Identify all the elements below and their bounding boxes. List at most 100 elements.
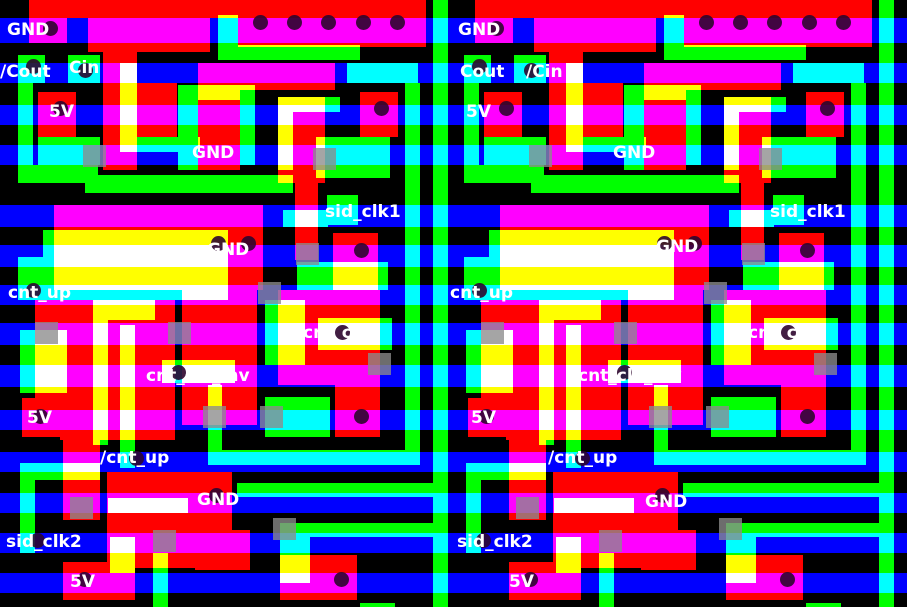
contact-square xyxy=(742,243,765,265)
net-label[interactable]: Cin xyxy=(69,58,100,78)
net-label[interactable]: sid_clk2 xyxy=(457,532,533,552)
net-label[interactable]: cnt_clk_inv xyxy=(578,366,682,386)
diffusion-shape xyxy=(851,83,866,465)
via-dot xyxy=(390,15,405,30)
diffusion-shape xyxy=(218,15,238,60)
diffusion-shape xyxy=(773,195,804,225)
via-dot xyxy=(479,409,494,424)
via-dot xyxy=(489,21,504,36)
net-label[interactable]: /Cout xyxy=(0,62,51,82)
contact-square xyxy=(706,406,729,428)
net-label[interactable]: cnt_clk xyxy=(303,323,370,343)
via-dot xyxy=(499,101,514,116)
diffusion-shape xyxy=(110,537,135,573)
diffusion-shape xyxy=(724,97,739,170)
net-label[interactable]: 5V xyxy=(466,102,491,122)
via-dot xyxy=(781,325,796,340)
net-label[interactable]: GND xyxy=(613,143,656,163)
diffusion-shape xyxy=(729,210,774,227)
net-label[interactable]: /cnt_up xyxy=(548,448,618,468)
diffusion-shape xyxy=(297,262,388,290)
contact-square xyxy=(296,243,319,265)
net-label[interactable]: 5V xyxy=(70,572,95,592)
via-dot xyxy=(780,572,795,587)
net-label[interactable]: GND xyxy=(645,492,688,512)
net-label[interactable]: Cout xyxy=(460,62,505,82)
contact-square xyxy=(313,148,336,170)
contact-square xyxy=(273,518,296,540)
diffusion-shape xyxy=(539,300,554,445)
net-label[interactable]: sid_clk2 xyxy=(6,532,82,552)
diffusion-shape xyxy=(686,85,701,165)
poly-shape xyxy=(137,83,177,137)
net-label[interactable]: /Cin xyxy=(526,62,563,82)
diffusion-shape xyxy=(93,300,108,445)
net-label[interactable]: 5V xyxy=(49,102,74,122)
diffusion-shape xyxy=(18,165,98,183)
net-label[interactable]: 5V xyxy=(509,572,534,592)
via-dot xyxy=(321,15,336,30)
diffusion-shape xyxy=(806,603,841,607)
net-label[interactable]: cnt_up xyxy=(450,283,514,303)
net-label[interactable]: GND xyxy=(207,240,250,260)
net-label[interactable]: GND xyxy=(192,143,235,163)
diffusion-shape xyxy=(664,15,684,60)
net-label[interactable]: sid_clk1 xyxy=(770,202,846,222)
net-label[interactable]: cnt_clk_inv xyxy=(146,366,250,386)
net-label[interactable]: cnt_up xyxy=(8,283,72,303)
poly-shape xyxy=(641,530,696,570)
contact-square xyxy=(529,145,552,167)
net-label[interactable]: /cnt_up xyxy=(100,448,170,468)
net-label[interactable]: cnt_clk xyxy=(748,323,815,343)
contact-square xyxy=(599,530,622,552)
net-label[interactable]: 5V xyxy=(471,408,496,428)
diffusion-shape xyxy=(265,300,305,365)
net-label[interactable]: GND xyxy=(458,20,501,40)
contact-square xyxy=(83,145,106,167)
diffusion-shape xyxy=(280,537,310,583)
via-dot xyxy=(820,101,835,116)
diffusion-shape xyxy=(433,0,448,607)
poly-shape xyxy=(198,90,240,170)
via-dot xyxy=(354,409,369,424)
diffusion-shape xyxy=(464,257,609,300)
via-dot xyxy=(655,488,670,503)
diffusion-shape xyxy=(764,318,838,350)
via-dot xyxy=(767,15,782,30)
diffusion-shape xyxy=(108,300,155,320)
net-label[interactable]: GND xyxy=(656,237,699,257)
diffusion-shape xyxy=(554,498,634,513)
contact-square xyxy=(704,282,727,304)
diffusion-shape xyxy=(240,85,255,165)
via-dot xyxy=(26,283,41,298)
contact-square xyxy=(759,148,782,170)
via-dot xyxy=(699,15,714,30)
contact-square xyxy=(481,322,504,344)
contact-square xyxy=(35,322,58,344)
diffusion-shape xyxy=(664,45,806,60)
diffusion-shape xyxy=(218,45,360,60)
diffusion-shape xyxy=(208,450,420,465)
via-dot xyxy=(211,236,226,251)
diffusion-shape xyxy=(20,463,35,553)
net-label[interactable]: GND xyxy=(7,20,50,40)
diffusion-shape xyxy=(178,85,198,170)
diffusion-shape xyxy=(120,325,135,468)
net-label[interactable]: GND xyxy=(197,490,240,510)
net-label[interactable]: sid_clk1 xyxy=(325,202,401,222)
diffusion-shape xyxy=(726,523,894,537)
net-label[interactable]: 5V xyxy=(27,408,52,428)
diffusion-shape xyxy=(283,210,328,227)
diffusion-shape xyxy=(711,300,751,365)
diffusion-shape xyxy=(280,523,448,537)
via-dot xyxy=(30,533,45,548)
contact-square xyxy=(516,497,539,519)
diffusion-shape xyxy=(654,450,866,465)
via-dot xyxy=(241,236,256,251)
poly-shape xyxy=(29,0,426,18)
metal-stripe xyxy=(0,573,907,593)
contact-square xyxy=(649,406,672,428)
poly-shape xyxy=(60,300,175,440)
